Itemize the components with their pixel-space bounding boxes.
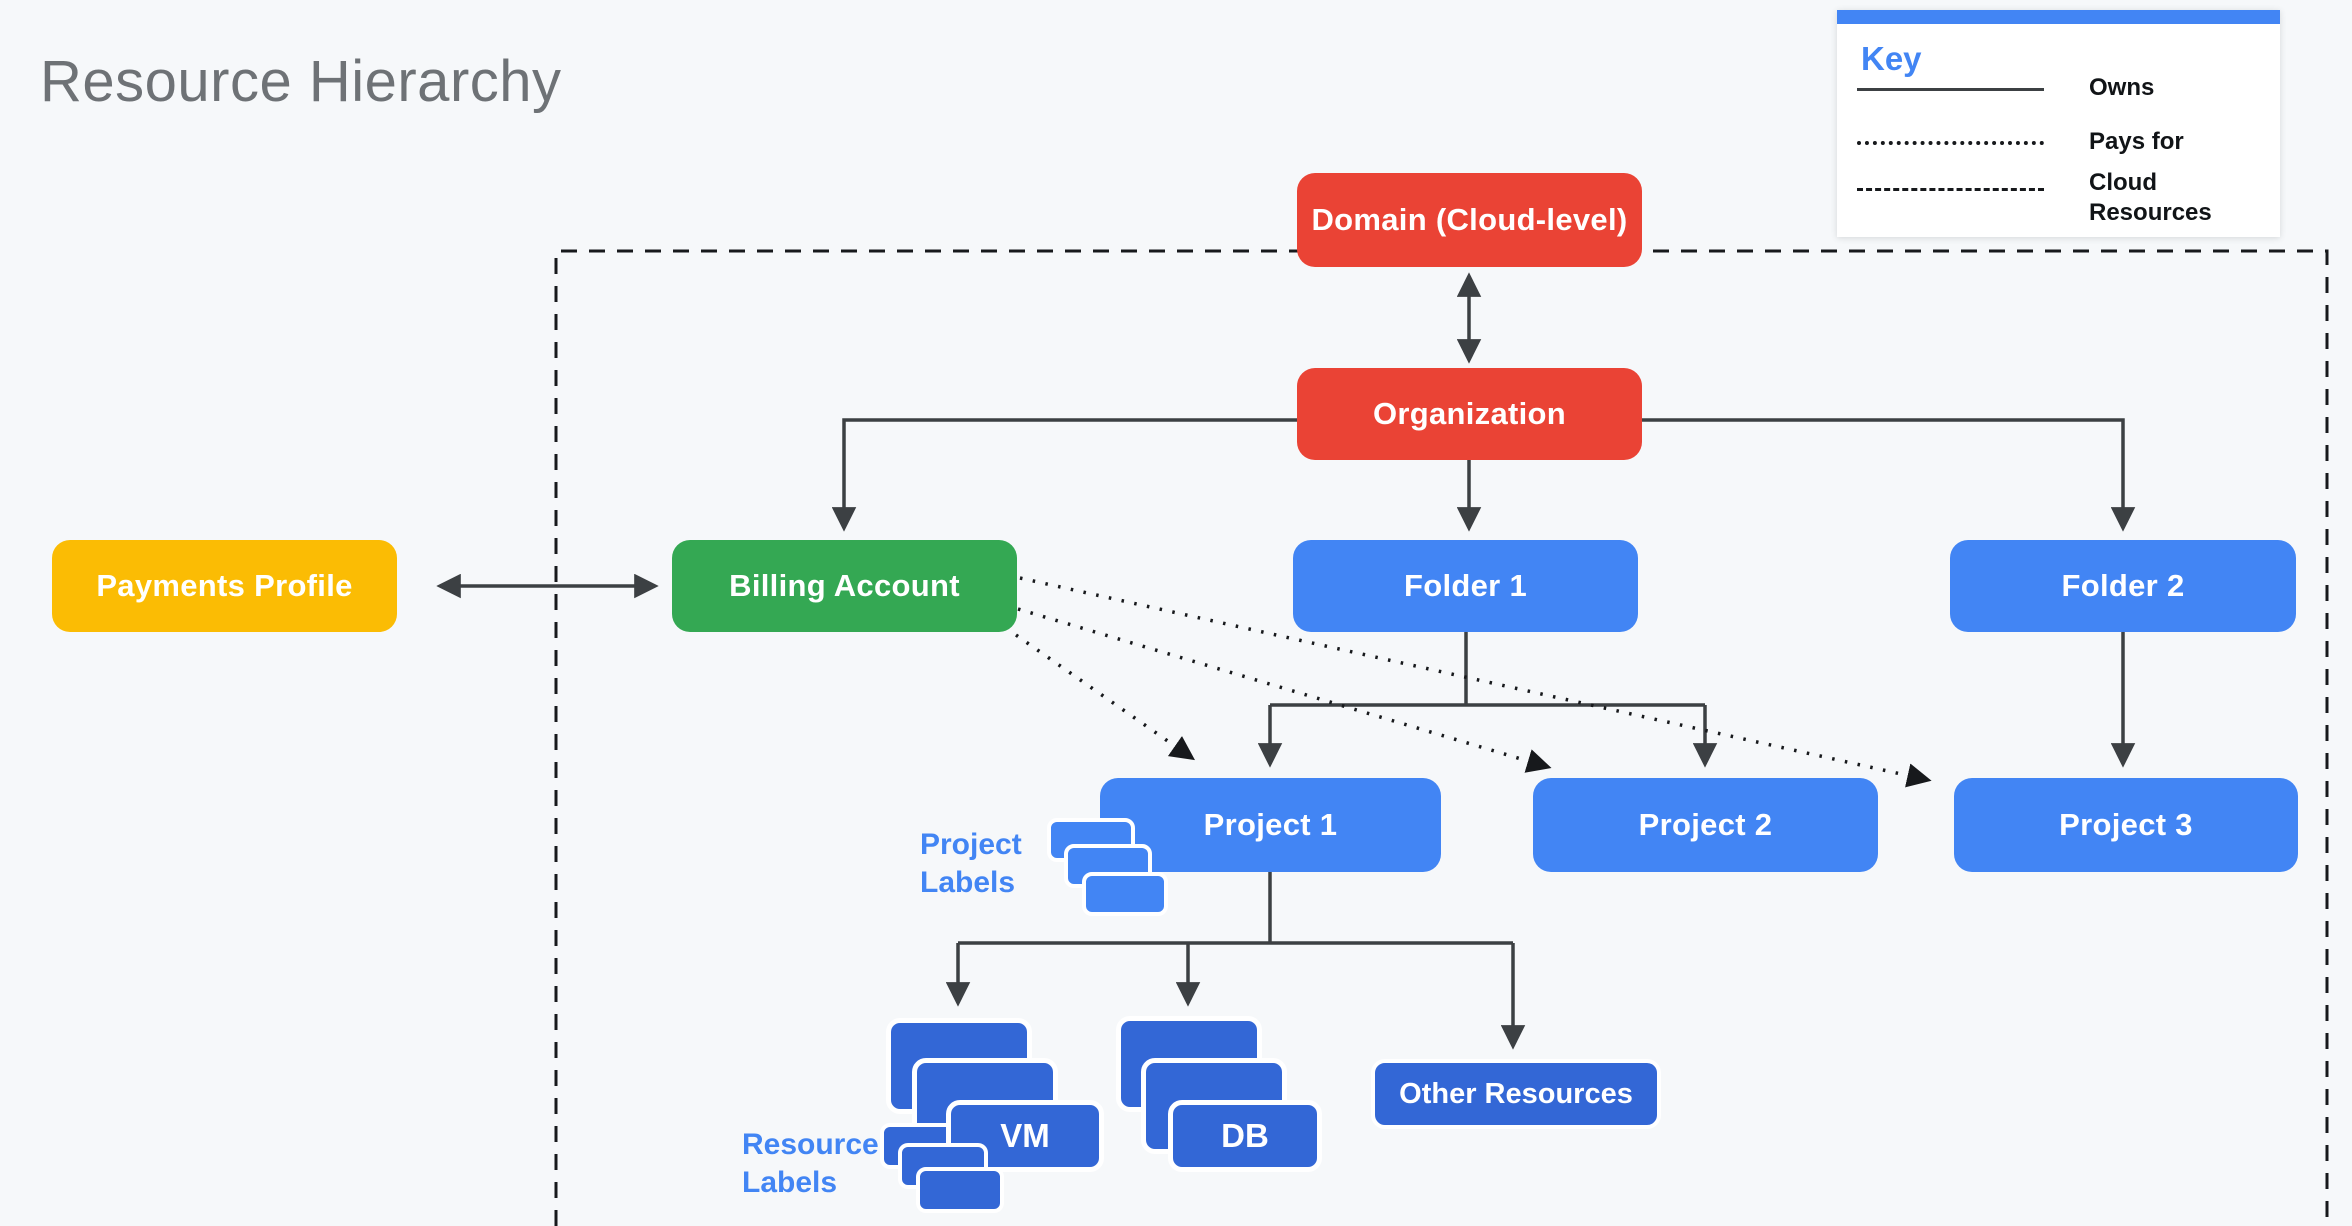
node-db: DB xyxy=(1168,1100,1322,1172)
node-billing-account: Billing Account xyxy=(672,540,1017,632)
edge-organization-billing-account xyxy=(831,418,1297,532)
node-project-1: Project 1 xyxy=(1100,778,1441,872)
page-title: Resource Hierarchy xyxy=(40,49,562,114)
node-project-3: Project 3 xyxy=(1954,778,2298,872)
node-project-2: Project 2 xyxy=(1533,778,1878,872)
node-other-resources: Other Resources xyxy=(1371,1059,1661,1129)
key-label-cloud-resources: Cloud Resources xyxy=(2089,169,2212,226)
key-dotted-line-sample xyxy=(1857,141,2044,145)
key-label-pays-for: Pays for xyxy=(2089,128,2184,155)
node-domain: Domain (Cloud-level) xyxy=(1297,173,1642,267)
annotation-project-labels: Project Labels xyxy=(920,828,1022,899)
node-folder-2: Folder 2 xyxy=(1950,540,2296,632)
node-organization: Organization xyxy=(1297,368,1642,460)
key-dashed-line-sample xyxy=(1857,188,2044,191)
project-label-card xyxy=(1082,872,1168,916)
key-accent-bar xyxy=(1837,10,2280,24)
key-label-owns: Owns xyxy=(2089,74,2155,101)
node-payments-profile: Payments Profile xyxy=(52,540,397,632)
resource-label-card xyxy=(916,1167,1004,1213)
edge-billing-pays-project-2 xyxy=(1017,607,1552,773)
edge-billing-pays-project-1 xyxy=(1014,633,1196,761)
key-panel: Key Owns Pays for Cloud Resources xyxy=(1837,10,2280,237)
node-folder-1: Folder 1 xyxy=(1293,540,1638,632)
key-solid-line-sample xyxy=(1857,88,2044,91)
annotation-resource-labels: Resource Labels xyxy=(742,1128,879,1199)
edge-organization-folder-2 xyxy=(1641,418,2136,532)
key-heading: Key xyxy=(1861,40,1922,77)
